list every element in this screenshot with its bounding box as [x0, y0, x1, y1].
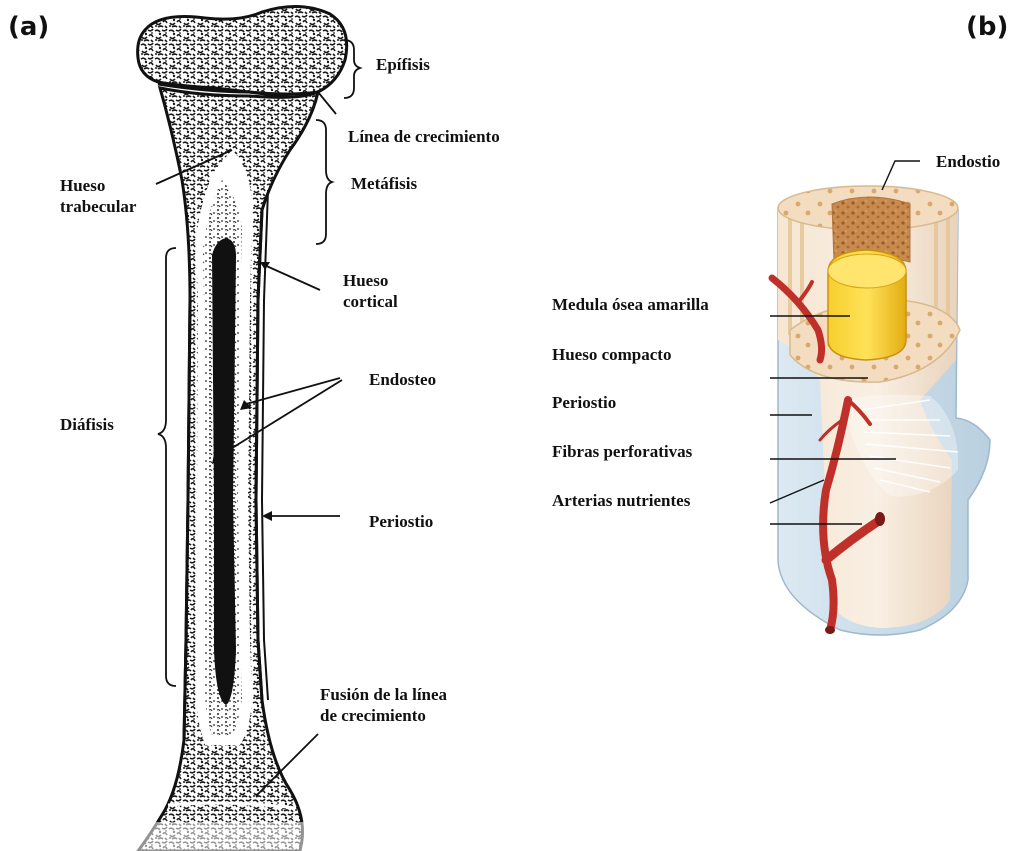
label-epifisis: Epífisis [376, 54, 430, 75]
label-linea-de-crecimiento: Línea de crecimiento [348, 126, 500, 147]
medullary-cavity [212, 238, 236, 705]
metafisis-bracket [316, 120, 332, 244]
panel-b-label: (b) [966, 12, 1008, 42]
label-hueso-trabecular: Hueso trabecular [60, 175, 136, 217]
label-hueso-compacto: Hueso compacto [552, 344, 671, 365]
epiphysis-shape [138, 6, 347, 97]
label-arterias-nutrientes: Arterias nutrientes [552, 490, 690, 511]
label-hueso-cortical: Hueso cortical [343, 270, 398, 312]
label-endostio: Endostio [936, 151, 1000, 172]
endostio-leader [882, 161, 920, 190]
label-periostio-b: Periostio [552, 392, 616, 413]
label-hueso-cortical-line2: cortical [343, 291, 398, 312]
label-hueso-trabecular-line2: trabecular [60, 196, 136, 217]
cortical-leader [262, 264, 320, 290]
bone-section-drawing [772, 186, 990, 635]
label-fusion: Fusión de la línea de crecimiento [320, 684, 447, 726]
label-fusion-line2: de crecimiento [320, 705, 447, 726]
label-fibras-perforativas: Fibras perforativas [552, 441, 692, 462]
label-diafisis: Diáfisis [60, 414, 114, 435]
label-periostio-a: Periostio [369, 511, 433, 532]
diafisis-bracket [158, 248, 176, 686]
panel-a-label: (a) [8, 12, 49, 42]
label-endosteo: Endosteo [369, 369, 436, 390]
linea-leader [318, 92, 336, 114]
label-hueso-cortical-line1: Hueso [343, 270, 398, 291]
label-fusion-line1: Fusión de la línea [320, 684, 447, 705]
label-metafisis: Metáfisis [351, 173, 417, 194]
label-hueso-trabecular-line1: Hueso [60, 175, 136, 196]
label-medula-osea-amarilla: Medula ósea amarilla [552, 294, 709, 315]
